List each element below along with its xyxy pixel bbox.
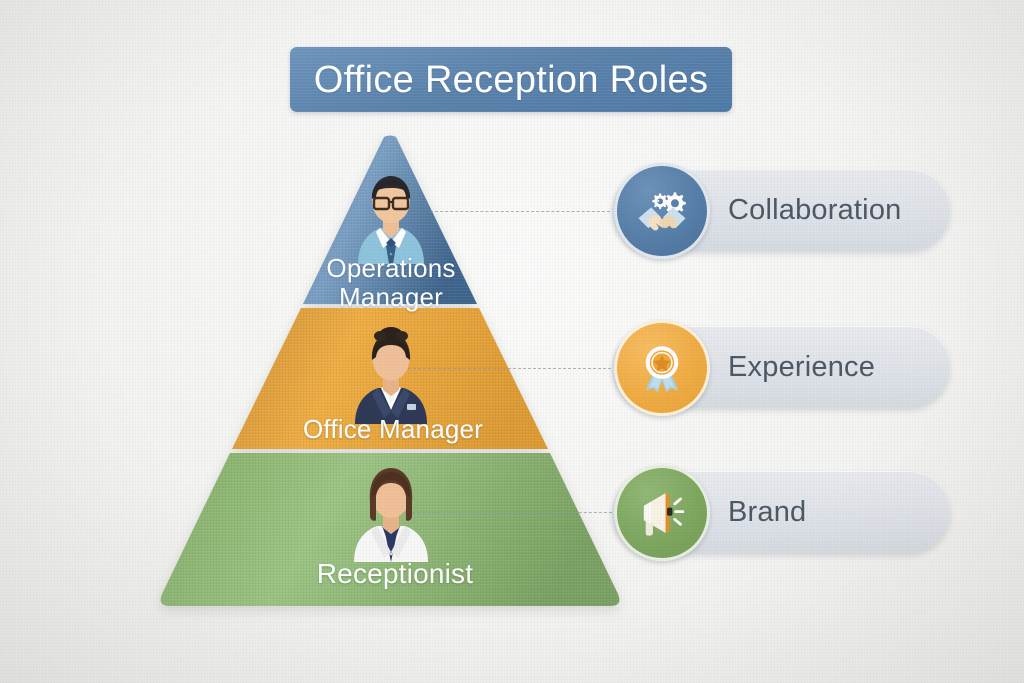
handshake-gears-icon: [614, 163, 710, 259]
page-title: Office Reception Roles: [313, 58, 709, 101]
female-white-blazer-avatar: [348, 462, 434, 562]
connector-line-experience: [398, 368, 616, 369]
callout-label-brand: Brand: [728, 495, 807, 528]
megaphone-icon: [614, 465, 710, 561]
callout-label-collaboration: Collaboration: [728, 193, 902, 226]
female-business-suit-avatar: [350, 326, 432, 424]
callout-card-brand[interactable]: Brand: [612, 465, 950, 561]
callout-card-collaboration[interactable]: Collaboration: [612, 163, 950, 259]
title-banner: Office Reception Roles: [290, 47, 732, 112]
award-ribbon-star-icon: [614, 320, 710, 416]
callout-card-experience[interactable]: Experience: [612, 320, 950, 416]
connector-line-brand: [382, 512, 617, 513]
callout-label-experience: Experience: [728, 350, 876, 383]
connector-line-collaboration: [430, 211, 615, 212]
male-office-worker-with-glasses-avatar: [352, 168, 430, 264]
